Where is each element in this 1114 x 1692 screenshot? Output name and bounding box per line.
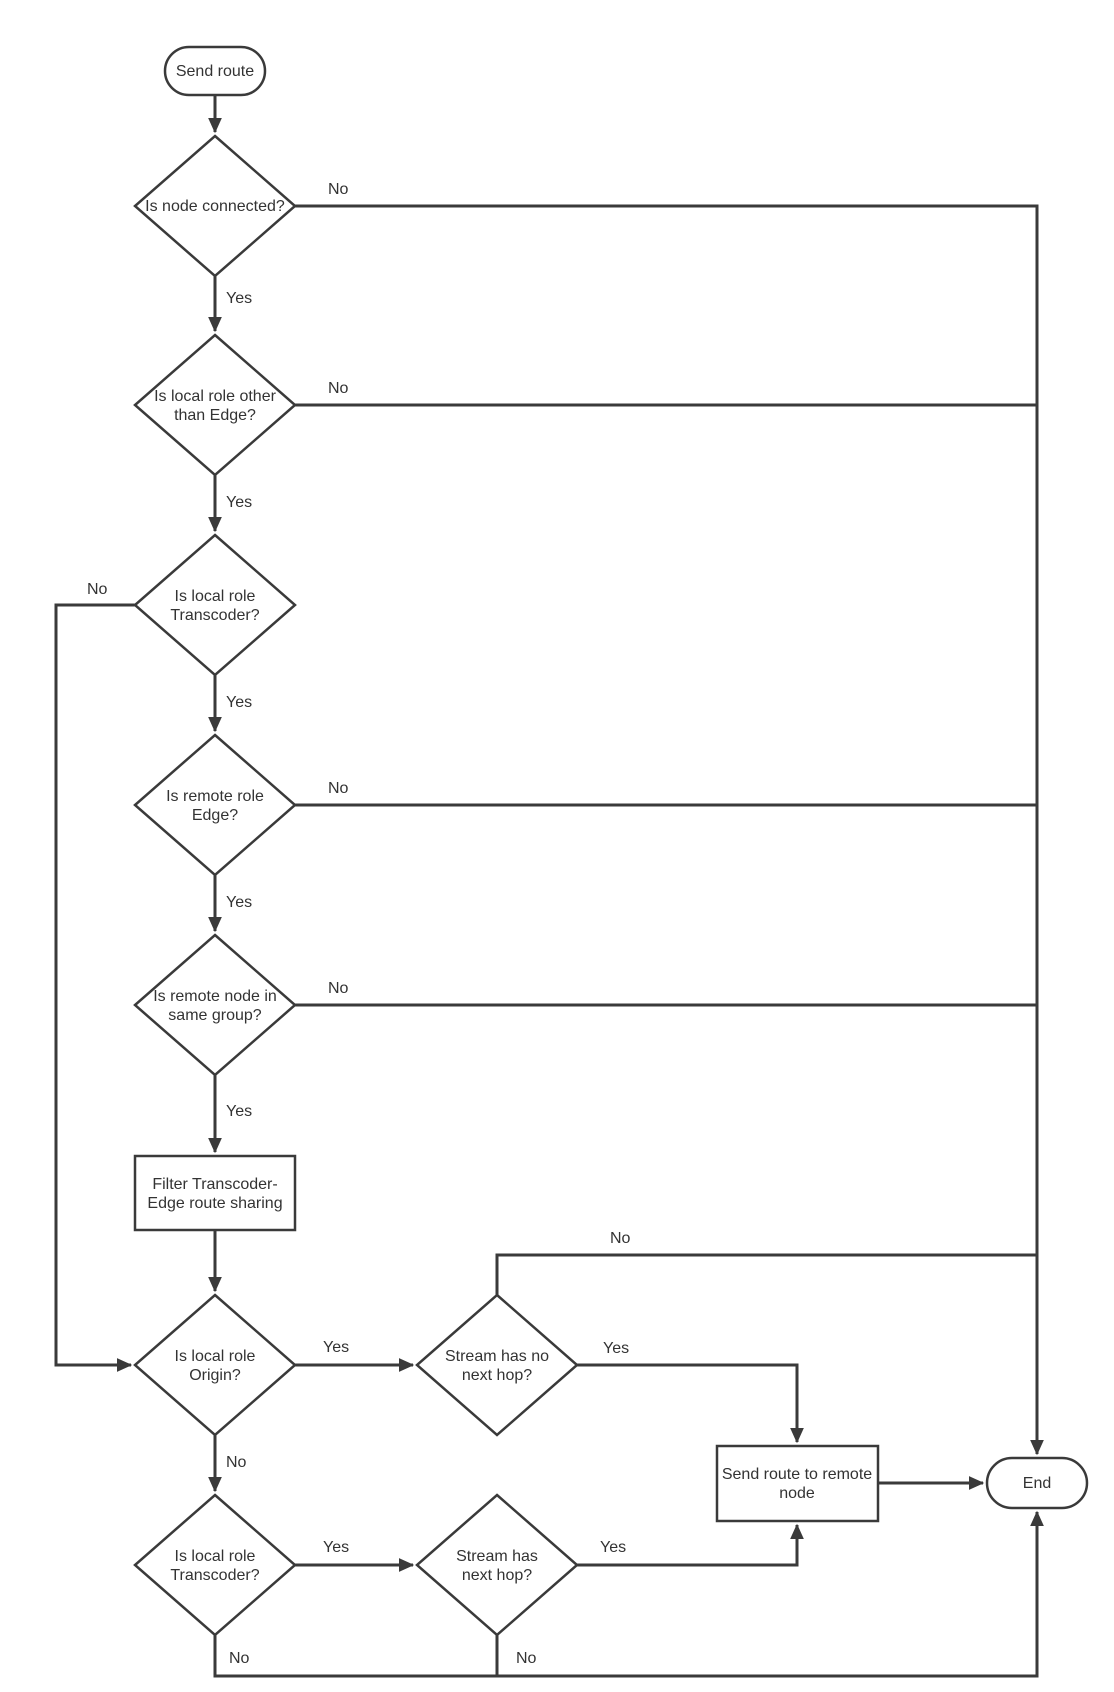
edge-label-role-other-than-edge-yes: Yes [226, 494, 252, 511]
edge-label-no-next-hop-yes: Yes [603, 1340, 629, 1357]
send-route-to-remote-node-process-shape [715, 1444, 880, 1523]
node-is-local-role-origin: Is local role Origin? [133, 1293, 297, 1437]
edge-label-origin-yes: Yes [323, 1339, 349, 1356]
filter-transcoder-edge-process-shape [133, 1154, 297, 1232]
edge-label-node-connected-yes: Yes [226, 290, 252, 307]
send-route-to-remote-node-label-line2: node [779, 1485, 815, 1502]
node-is-local-role-transcoder: Is local role Transcoder? [133, 533, 297, 677]
node-filter-transcoder-edge-route-sharing: Filter Transcoder- Edge route sharing [133, 1154, 297, 1232]
is-remote-role-edge-label-line2: Edge? [192, 807, 238, 824]
stream-has-no-next-hop-label-line1: Stream has no [445, 1348, 549, 1365]
is-remote-role-edge-decision-shape [133, 733, 297, 877]
edge-label-origin-no: No [226, 1454, 247, 1471]
node-is-node-connected: Is node connected? [133, 134, 297, 278]
is-local-role-transcoder-2-label-line1: Is local role [175, 1548, 256, 1565]
is-local-role-transcoder-2-decision-shape [133, 1493, 297, 1637]
edge-label-local-transcoder-yes: Yes [226, 694, 252, 711]
edge-label-remote-edge-yes: Yes [226, 894, 252, 911]
node-is-local-role-other-than-edge: Is local role other than Edge? [133, 333, 297, 477]
is-local-role-origin-label-line1: Is local role [175, 1348, 256, 1365]
node-is-remote-role-edge: Is remote role Edge? [133, 733, 297, 877]
edges [54, 95, 1044, 1678]
edge-label-local-transcoder-no: No [87, 581, 108, 598]
node-send-route-to-remote-node: Send route to remote node [715, 1444, 880, 1523]
node-is-local-role-transcoder-2: Is local role Transcoder? [133, 1493, 297, 1637]
is-remote-node-in-same-group-label-line2: same group? [168, 1007, 261, 1024]
stream-has-no-next-hop-label-line2: next hop? [462, 1367, 532, 1384]
is-local-role-transcoder-decision-shape [133, 533, 297, 677]
edge-labels: No Yes No Yes No Yes No Yes No Yes Yes N… [87, 181, 631, 1667]
edge-label-same-group-no: No [328, 980, 349, 997]
start-label: Send route [176, 63, 254, 80]
is-local-role-origin-label-line2: Origin? [189, 1367, 241, 1384]
edge-no-next-hop-yes [577, 1363, 804, 1444]
edge-label-transcoder2-no: No [229, 1650, 250, 1667]
filter-transcoder-edge-label-line1: Filter Transcoder- [152, 1176, 277, 1193]
is-remote-node-in-same-group-decision-shape [133, 933, 297, 1077]
stream-has-no-next-hop-decision-shape [415, 1293, 579, 1437]
node-stream-has-no-next-hop: Stream has no next hop? [415, 1293, 579, 1437]
stream-has-next-hop-label-line2: next hop? [462, 1567, 532, 1584]
edge-label-remote-edge-no: No [328, 780, 349, 797]
is-local-role-transcoder-label-line1: Is local role [175, 588, 256, 605]
edge-label-next-hop-no: No [516, 1650, 537, 1667]
is-node-connected-label: Is node connected? [145, 198, 285, 215]
edge-next-hop-yes [577, 1523, 804, 1567]
is-local-role-other-than-edge-decision-shape [133, 333, 297, 477]
send-route-to-remote-node-label-line1: Send route to remote [722, 1466, 872, 1483]
end-terminator-shape [985, 1456, 1089, 1510]
node-stream-has-next-hop: Stream has next hop? [415, 1493, 579, 1637]
filter-transcoder-edge-label-line2: Edge route sharing [147, 1195, 282, 1212]
edge-label-next-hop-yes: Yes [600, 1539, 626, 1556]
stream-has-next-hop-label-line1: Stream has [456, 1548, 538, 1565]
edge-label-no-next-hop-no: No [610, 1230, 631, 1247]
edge-label-transcoder2-yes: Yes [323, 1539, 349, 1556]
edge-label-node-connected-no: No [328, 181, 349, 198]
edge-label-role-other-than-edge-no: No [328, 380, 349, 397]
edge-label-same-group-yes: Yes [226, 1103, 252, 1120]
is-local-role-other-than-edge-label-line2: than Edge? [174, 407, 256, 424]
is-local-role-origin-decision-shape [133, 1293, 297, 1437]
edge-local-transcoder-no-bypass [54, 603, 135, 1372]
node-start: Send route [163, 45, 267, 97]
is-remote-node-in-same-group-label-line1: Is remote node in [153, 988, 277, 1005]
stream-has-next-hop-decision-shape [415, 1493, 579, 1637]
start-terminator-shape [163, 45, 267, 97]
is-node-connected-decision-shape [133, 134, 297, 278]
is-local-role-other-than-edge-label-line1: Is local role other [154, 388, 277, 405]
is-remote-role-edge-label-line1: Is remote role [166, 788, 264, 805]
end-label: End [1023, 1475, 1051, 1492]
is-local-role-transcoder-2-label-line2: Transcoder? [170, 1567, 259, 1584]
node-is-remote-node-in-same-group: Is remote node in same group? [133, 933, 297, 1077]
edge-is-node-connected-no-trunk [295, 204, 1044, 1456]
edge-no-next-hop-no-bypass [495, 1253, 1037, 1295]
edge-transcoder2-no-bottom-trunk [213, 1510, 1044, 1678]
node-end: End [985, 1456, 1089, 1510]
is-local-role-transcoder-label-line2: Transcoder? [170, 607, 259, 624]
